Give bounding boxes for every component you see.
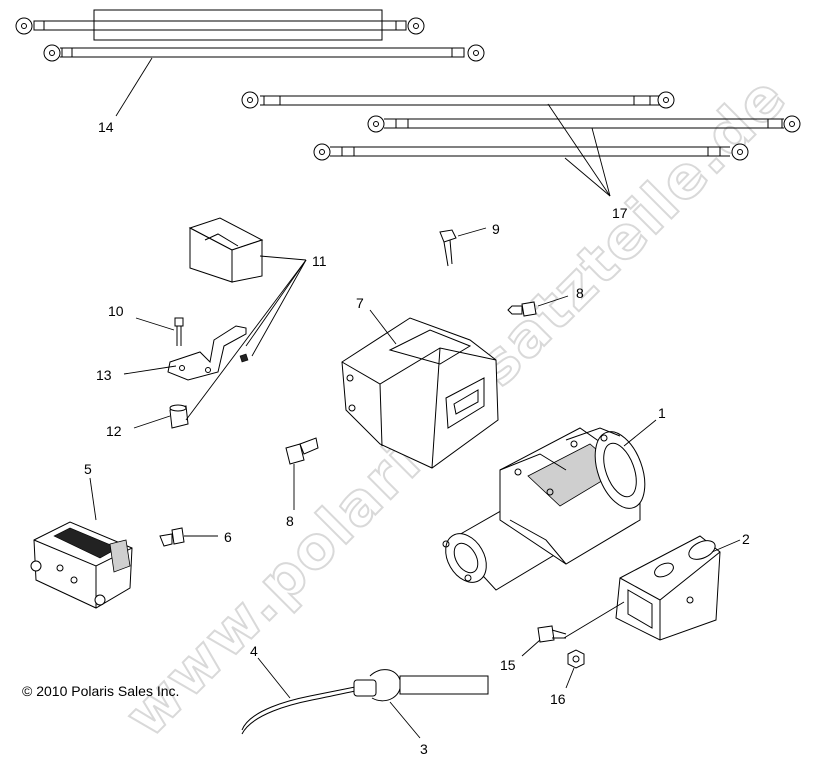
callout-14: 14 [98,119,114,135]
callout-17: 17 [612,205,628,221]
callout-4: 4 [250,643,258,659]
part-8-bolt-lower [285,437,319,465]
callout-12: 12 [106,423,122,439]
callout-7: 7 [356,295,364,311]
callout-16: 16 [550,691,566,707]
copyright-text: © 2010 Polaris Sales Inc. [22,683,179,699]
part-14-cables [15,9,485,62]
callout-11: 11 [312,253,327,269]
callout-2: 2 [742,531,750,547]
callout-13: 13 [96,367,112,383]
callout-10: 10 [108,303,124,319]
part-5-control-module [30,521,133,609]
part-9-bolt [439,229,457,267]
callout-8-lower: 8 [286,513,294,529]
callout-3: 3 [420,741,428,757]
part-4-winch-rope [241,685,361,735]
part-6-bolt [159,527,185,547]
callout-5: 5 [84,461,92,477]
callout-9: 9 [492,221,500,237]
part-8-bolt-upper [507,301,537,317]
part-15-bolt [537,625,567,643]
part-16-nut [567,649,585,669]
part-3-hook [353,669,489,702]
part-1-winch [442,427,646,591]
callout-8-upper: 8 [576,285,584,301]
callout-15: 15 [500,657,516,673]
part-17-cables [241,91,801,161]
part-10-bolt [174,317,184,346]
part-7-winch-mount [341,317,499,469]
part-11-mounting-kit [167,217,264,381]
part-12-spacer [169,404,189,429]
callout-6: 6 [224,529,232,545]
part-2-fairlead [615,535,721,641]
callout-1: 1 [658,405,666,421]
